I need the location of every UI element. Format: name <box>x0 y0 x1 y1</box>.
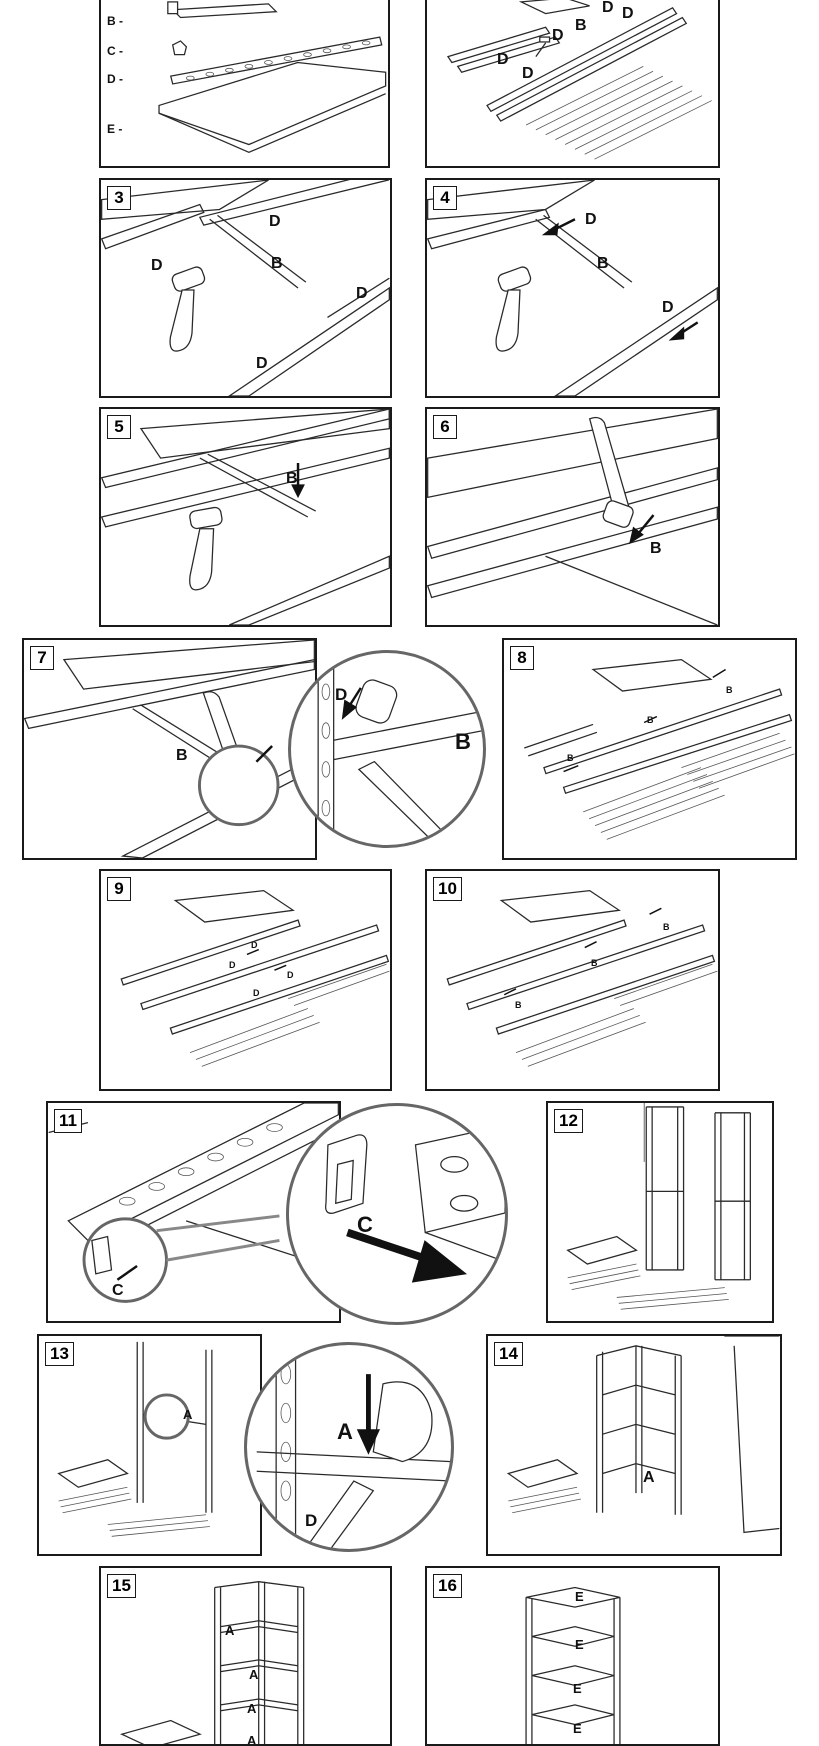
step-panel-4: 4 D B D <box>425 178 720 398</box>
step-panel-8: 8 B B B <box>502 638 797 860</box>
zoom-illustration <box>325 1124 505 1283</box>
step-number: 16 <box>433 1574 462 1598</box>
step-illustration <box>48 1103 339 1303</box>
part-label-a: A <box>337 1419 353 1444</box>
part-label-d: D <box>253 988 260 998</box>
step-panel-1: B - C - D - E - <box>99 0 390 168</box>
step-panel-10: 10 B B B <box>425 869 720 1091</box>
part-label-d: D <box>269 213 281 230</box>
step-number: 11 <box>54 1109 82 1133</box>
part-label-d: D <box>552 27 564 44</box>
part-label-a: A <box>183 1407 193 1422</box>
detail-zoom-circle: C <box>286 1103 508 1325</box>
step-number: 3 <box>107 186 131 210</box>
step-illustration <box>120 889 390 1067</box>
part-label-d: D <box>602 0 614 16</box>
step-number: 6 <box>433 415 457 439</box>
part-label-d: D <box>622 5 634 22</box>
step-illustration <box>525 1586 621 1744</box>
part-label-b: B <box>597 255 609 272</box>
part-label-d: D <box>356 285 368 302</box>
part-label-b: B <box>650 540 662 557</box>
part-label-b: B <box>567 753 574 763</box>
part-label-d: D <box>585 211 597 228</box>
part-label-a: A <box>247 1733 257 1746</box>
step-panel-3: 3 D D B D D <box>99 178 392 398</box>
part-label-b: B - <box>107 14 123 28</box>
part-label-d: D <box>497 51 509 68</box>
part-label-b: B <box>271 255 283 272</box>
part-label-b: B <box>726 685 733 695</box>
part-label-d: D <box>256 355 268 372</box>
part-label-b: B <box>286 470 298 487</box>
part-label-b: B <box>647 715 654 725</box>
step-panel-6: 6 B <box>425 407 720 627</box>
part-label-b: B <box>575 17 587 34</box>
step-illustration <box>101 409 390 625</box>
part-label-e: E <box>575 1589 584 1604</box>
step-illustration <box>427 409 718 625</box>
part-label-d: D <box>522 65 534 82</box>
part-label-d: D <box>229 960 236 970</box>
part-label-b: B <box>455 729 471 754</box>
step-illustration <box>506 1336 780 1534</box>
part-label-e: E - <box>107 122 123 136</box>
part-label-b: B <box>591 958 598 968</box>
part-label-c: C <box>357 1212 373 1237</box>
part-label-d: D <box>287 970 294 980</box>
part-label-b: B <box>176 747 188 764</box>
step-number: 12 <box>554 1109 583 1133</box>
step-illustration <box>446 0 712 160</box>
step-number: 14 <box>494 1342 523 1366</box>
part-label-b: B <box>663 922 670 932</box>
part-label-d: D <box>251 940 258 950</box>
part-label-e: E <box>573 1681 582 1696</box>
part-label-b: B <box>515 1000 522 1010</box>
part-label-c: C <box>112 1282 124 1299</box>
part-label-d: D <box>662 299 674 316</box>
part-label-a: A <box>225 1623 235 1638</box>
step-panel-14: 14 A <box>486 1334 782 1556</box>
step-number: 10 <box>433 877 462 901</box>
step-number: 7 <box>30 646 54 670</box>
part-label-d: D <box>151 257 163 274</box>
step-panel-11: 11 C <box>46 1101 341 1323</box>
step-illustration <box>119 1581 305 1744</box>
step-illustration <box>101 180 390 396</box>
step-panel-15: 15 A A A A <box>99 1566 392 1746</box>
step-panel-2: D D B D D D <box>425 0 720 168</box>
part-label-a: A <box>249 1667 259 1682</box>
part-label-d: D - <box>107 72 123 86</box>
part-label-c: C - <box>107 44 123 58</box>
step-panel-5: 5 B <box>99 407 392 627</box>
step-illustration <box>57 1341 213 1537</box>
step-illustration <box>24 640 315 858</box>
step-panel-13: 13 A <box>37 1334 262 1556</box>
step-panel-9: 9 D D D D <box>99 869 392 1091</box>
step-illustration <box>524 658 795 840</box>
step-panel-12: 12 <box>546 1101 774 1323</box>
part-label-d: D <box>305 1511 318 1530</box>
parts-illustration <box>158 1 387 154</box>
step-number: 8 <box>510 646 534 670</box>
step-illustration <box>446 889 718 1067</box>
step-illustration <box>427 180 718 396</box>
step-number: 15 <box>107 1574 136 1598</box>
step-panel-16: 16 E E E E <box>425 1566 720 1746</box>
step-number: 13 <box>45 1342 74 1366</box>
detail-zoom-circle: D B <box>288 650 486 848</box>
part-label-a: A <box>247 1701 257 1716</box>
step-number: 5 <box>107 415 131 439</box>
part-label-d: D <box>335 685 348 704</box>
part-label-a: A <box>643 1469 655 1486</box>
step-panel-7: 7 B <box>22 638 317 860</box>
zoom-illustration <box>256 1345 451 1549</box>
step-number: 9 <box>107 877 131 901</box>
part-label-e: E <box>575 1637 584 1652</box>
step-illustration <box>566 1103 751 1310</box>
step-number: 4 <box>433 186 457 210</box>
zoom-illustration <box>317 653 483 845</box>
part-label-e: E <box>573 1721 582 1736</box>
detail-zoom-circle: A D <box>244 1342 454 1552</box>
